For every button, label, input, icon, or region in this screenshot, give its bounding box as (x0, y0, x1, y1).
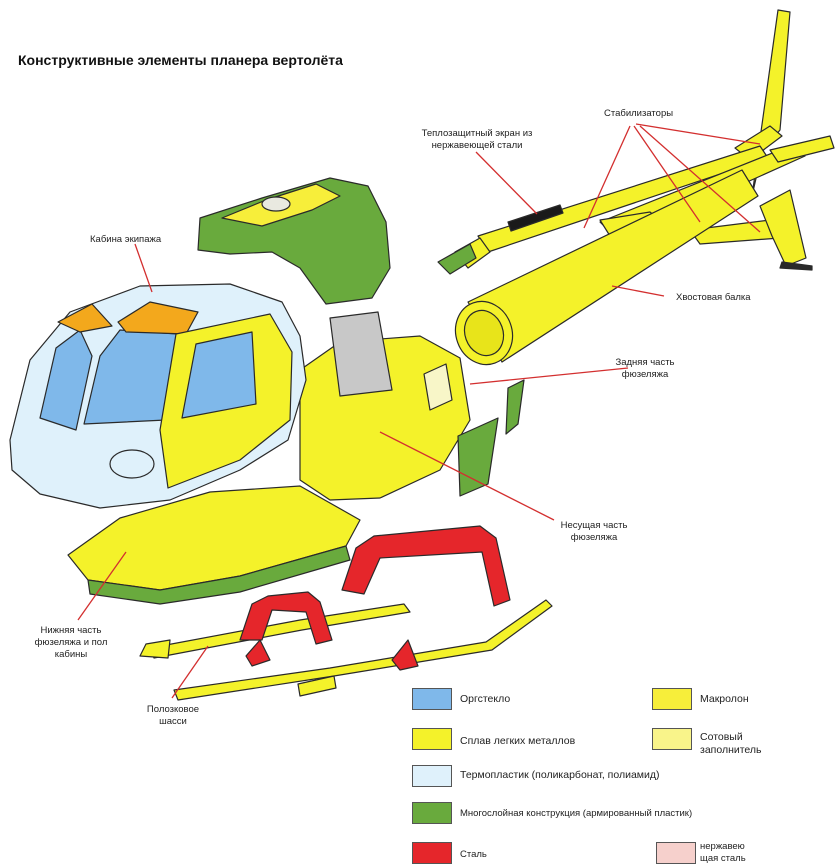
label-rear-fuselage-line1: Задняя часть (615, 357, 675, 368)
legend-swatch-stainless (656, 842, 696, 864)
label-skid-gear-line1: Полозковое (146, 704, 200, 715)
callout-bearing-fuselage (379, 431, 555, 521)
small-fin (759, 189, 807, 267)
callout-stab-3 (635, 123, 761, 145)
legend-text-makrolon: Макролон (700, 693, 749, 705)
label-skid-gear: Полозковое шасси (140, 704, 206, 728)
callout-heat-shield (475, 151, 538, 215)
side-panel-2 (505, 379, 525, 435)
label-skid-gear-line2: шасси (159, 716, 187, 727)
legend-swatch-steel (412, 842, 452, 864)
legend-swatch-orgglass (412, 688, 452, 710)
legend-text-orgglass: Оргстекло (460, 693, 511, 705)
legend-text-stainless-line2: щая сталь (700, 853, 746, 864)
lower-fuselage-floor-edge (87, 545, 351, 605)
rear-fuselage-window (423, 363, 453, 411)
tail-rod-green-part (437, 243, 477, 275)
label-rear-fuselage: Задняя часть фюзеляжа (606, 357, 684, 381)
legend-text-stainless: нержавею щая сталь (700, 841, 746, 865)
legend-text-thermoplastic: Термопластик (поликарбонат, полиамид) (460, 769, 660, 781)
skid-right (173, 599, 553, 701)
tail-rod-lower-end (769, 135, 835, 163)
roof-window-right (117, 301, 199, 335)
legend-swatch-light-alloy (412, 728, 452, 750)
skid-left (149, 603, 411, 659)
legend-swatch-makrolon (652, 688, 692, 710)
skid-left-tip (139, 639, 171, 659)
skid-right-tip (297, 675, 337, 697)
nose-light (109, 449, 155, 479)
tail-boom-opening-inner (463, 309, 505, 357)
cross-tube-front-leg (245, 639, 271, 667)
label-lower-fuselage: Нижняя часть фюзеляжа и пол кабины (28, 625, 114, 661)
callout-crew-cabin (134, 243, 153, 293)
callout-tail-boom (611, 285, 665, 297)
legend-text-stainless-line1: нержавею (700, 841, 745, 852)
cross-tube-front (239, 591, 333, 645)
label-lower-fuselage-line3: кабины (54, 649, 88, 660)
callout-skid-gear (171, 645, 209, 699)
legend-text-composite: Многослойная конструкция (армированный п… (460, 808, 693, 819)
callout-stab-1 (583, 125, 631, 229)
label-crew-cabin: Кабина экипажа (90, 234, 162, 245)
label-heat-shield: Теплозащитный экран из нержавеющей стали (418, 128, 536, 152)
legend-text-honeycomb-line1: Сотовый (700, 731, 743, 743)
label-stabilizers: Стабилизаторы (604, 108, 674, 119)
label-lower-fuselage-line2: фюзеляжа и пол (34, 637, 108, 648)
legend-swatch-composite (412, 802, 452, 824)
pilot-seat (329, 311, 393, 397)
label-heat-shield-line2: нержавеющей стали (431, 140, 523, 151)
heat-shield-strip (507, 204, 564, 232)
label-heat-shield-line1: Теплозащитный экран из (421, 128, 533, 139)
cross-tube-rear-leg (391, 639, 419, 671)
callout-stab-4 (639, 125, 761, 233)
legend-swatch-honeycomb (652, 728, 692, 750)
cross-tube-rear (341, 525, 511, 607)
label-bearing-fuselage-line1: Несущая часть (560, 520, 628, 531)
diagram-title: Конструктивные элементы планера вертолёт… (18, 52, 343, 68)
label-lower-fuselage-line1: Нижняя часть (40, 625, 102, 636)
legend-text-honeycomb-line2: заполнитель (700, 744, 762, 756)
label-rear-fuselage-line2: фюзеляжа (621, 369, 669, 380)
legend-swatch-thermoplastic (412, 765, 452, 787)
label-bearing-fuselage: Несущая часть фюзеляжа (552, 520, 636, 544)
callout-rear-fuselage (469, 367, 629, 385)
tail-skid (779, 261, 813, 271)
label-bearing-fuselage-line2: фюзеляжа (570, 532, 618, 543)
windshield-left (39, 329, 93, 431)
legend-text-steel: Сталь (460, 849, 487, 860)
roof-hatch (261, 196, 291, 212)
callout-stab-2 (633, 125, 701, 223)
label-tail-boom: Хвостовая балка (676, 292, 751, 303)
legend-text-honeycomb: Сотовый заполнитель (700, 731, 762, 757)
legend-text-light-alloy: Сплав легких металлов (460, 735, 576, 747)
cabin-door-window (181, 331, 257, 419)
callout-lower-fuselage (77, 551, 127, 621)
roof-window-left (57, 303, 113, 333)
